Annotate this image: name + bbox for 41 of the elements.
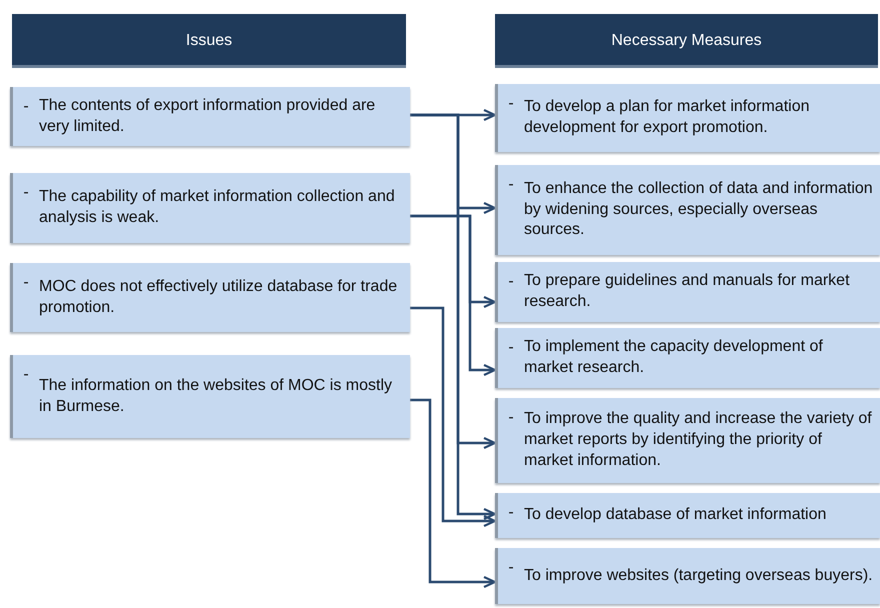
header-text: Issues xyxy=(186,32,232,50)
bullet-dash: - xyxy=(507,94,515,114)
header-text: Necessary Measures xyxy=(611,32,762,50)
issue-box xyxy=(10,263,410,332)
item-text: To develop database of market information xyxy=(524,505,828,526)
item-text: MOC does not effectively utilize database for trade promotion. xyxy=(39,276,398,318)
item-text: To prepare guidelines and manuals for market research. xyxy=(524,271,851,312)
issue-box xyxy=(10,87,410,146)
item-text: The capability of market information collection and analysis is weak. xyxy=(39,187,396,228)
arrow xyxy=(410,114,496,520)
bullet-dash: - xyxy=(507,175,515,195)
header-bar xyxy=(12,14,406,68)
measure-box xyxy=(495,262,880,322)
measure-box xyxy=(495,398,880,483)
arrow xyxy=(410,306,496,528)
arrow xyxy=(410,214,496,376)
bullet-dash: - xyxy=(22,273,30,293)
item-text: To implement the capacity development of market research. xyxy=(524,337,824,378)
item-text: To enhance the collection of data and information by widening sources, especially overseas sources. xyxy=(524,178,874,240)
issue-box xyxy=(10,355,410,438)
measure-box xyxy=(495,548,880,604)
bullet-dash: - xyxy=(22,183,30,203)
arrow xyxy=(410,398,496,588)
item-text: To develop a plan for market information development for export promotion. xyxy=(524,97,810,138)
item-text: The contents of export information provided are very limited. xyxy=(39,96,376,136)
bullet-dash: - xyxy=(507,338,515,358)
bullet-dash: - xyxy=(22,97,30,117)
header-bar xyxy=(495,14,878,68)
item-text: The information on the websites of MOC is mostly in Burmese. xyxy=(39,376,394,416)
measure-box xyxy=(495,493,880,538)
bullet-dash: - xyxy=(22,365,30,385)
issue-box xyxy=(10,173,410,243)
bullet-dash: - xyxy=(507,503,515,523)
bullet-dash: - xyxy=(507,272,515,292)
bullet-dash: - xyxy=(507,408,515,428)
measure-box xyxy=(495,165,880,255)
measure-box xyxy=(495,328,880,388)
measure-box xyxy=(495,84,880,152)
item-text: To improve the quality and increase the variety of market reports by identifying the priority of market information. xyxy=(524,409,873,471)
item-text: To improve websites (targeting overseas buyers). xyxy=(524,566,874,586)
bullet-dash: - xyxy=(507,558,515,578)
